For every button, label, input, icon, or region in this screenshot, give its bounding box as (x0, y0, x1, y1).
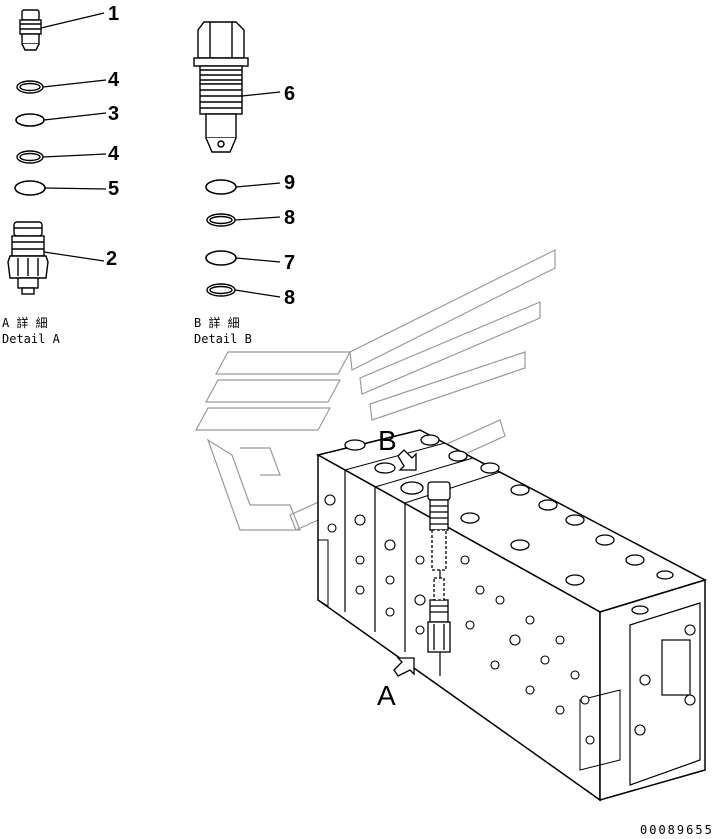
callout-3: 3 (108, 103, 119, 125)
callout-1: 1 (108, 3, 119, 25)
seal-ring-4b (16, 150, 44, 164)
callout-6: 6 (284, 83, 295, 105)
top-ports (344, 434, 674, 615)
view-arrow-a (393, 657, 415, 677)
detail-a-jp: A 詳 細 (2, 315, 48, 330)
callout-7: 7 (284, 252, 295, 274)
callout-9: 9 (284, 172, 295, 194)
detail-a-en: Detail A (2, 332, 61, 346)
seal-ring-8b (206, 283, 236, 297)
o-ring-3 (15, 113, 45, 127)
view-label-a: A (377, 680, 396, 711)
seal-ring-8a (206, 213, 236, 227)
installed-valves (427, 481, 451, 653)
o-ring-9 (205, 179, 237, 195)
callout-4b: 4 (108, 143, 120, 165)
part-2-cartridge (7, 221, 49, 295)
callout-4a: 4 (108, 69, 120, 91)
o-ring-7 (205, 250, 237, 266)
detail-b-jp: B 詳 細 (194, 315, 240, 330)
callout-5: 5 (108, 178, 119, 200)
view-label-b: B (378, 425, 397, 456)
seal-ring-4a (16, 80, 44, 94)
detail-b-en: Detail B (194, 332, 252, 346)
callout-2: 2 (106, 248, 117, 270)
part-1-valve (19, 9, 42, 51)
view-arrow-b (397, 449, 417, 471)
callout-8a: 8 (284, 207, 295, 229)
control-valve-assembly (315, 429, 707, 802)
part-6-relief-valve (193, 21, 249, 153)
o-ring-5 (14, 180, 46, 196)
front-ports (324, 494, 696, 745)
callout-8b: 8 (284, 287, 295, 309)
watermark-logo (194, 249, 556, 531)
drawing-code: 00089655 (640, 823, 714, 837)
